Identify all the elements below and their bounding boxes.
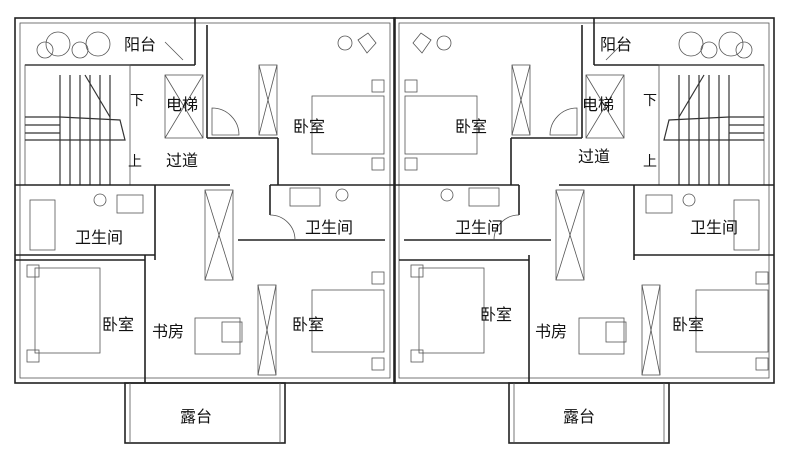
label-balcony-left: 阳台: [124, 35, 156, 54]
label-bedroom-2: 卧室: [102, 315, 134, 334]
label-bedroom-6: 卧室: [672, 315, 704, 334]
left-unit-top: [14, 17, 396, 384]
label-stairs-up-right: 上: [643, 154, 657, 170]
label-stairs-down-right: 下: [643, 93, 657, 109]
label-terrace-right: 露台: [563, 407, 595, 426]
right-unit-top: [393, 17, 775, 384]
label-corridor-left: 过道: [166, 151, 198, 170]
label-stairs-up-left: 上: [128, 154, 142, 170]
label-bathroom-3: 卫生间: [455, 218, 503, 237]
label-bathroom-4: 卫生间: [690, 218, 738, 237]
label-bedroom-4: 卧室: [455, 117, 487, 136]
label-bathroom-1: 卫生间: [75, 228, 123, 247]
label-corridor-right: 过道: [578, 147, 610, 166]
label-stairs-down-left: 下: [130, 93, 144, 109]
label-study-left: 书房: [152, 322, 184, 341]
label-bedroom-3: 卧室: [292, 315, 324, 334]
label-bedroom-1: 卧室: [293, 117, 325, 136]
label-balcony-right: 阳台: [600, 35, 632, 54]
label-bedroom-5: 卧室: [480, 305, 512, 324]
label-elevator-right: 电梯: [582, 95, 614, 114]
label-elevator-left: 电梯: [166, 95, 198, 114]
label-bathroom-2: 卫生间: [305, 218, 353, 237]
label-terrace-left: 露台: [180, 407, 212, 426]
label-study-right: 书房: [535, 322, 567, 341]
